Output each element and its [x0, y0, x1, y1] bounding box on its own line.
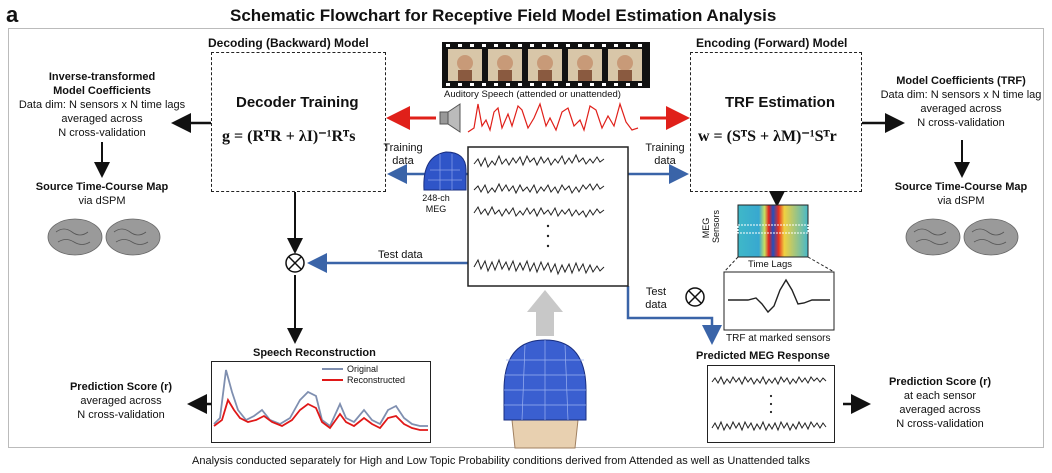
blue-arrow-test-right — [626, 286, 722, 345]
meg-label-l1: 248-ch — [422, 193, 450, 203]
decoder-box — [211, 52, 386, 192]
right-source-map-sub: via dSPM — [937, 195, 985, 207]
encoding-section-title: Encoding (Forward) Model — [696, 36, 848, 50]
original-speech-trace — [213, 369, 428, 428]
meg-helmet-small-icon — [423, 151, 467, 191]
meg-label-l2: MEG — [425, 204, 447, 214]
auditory-speech-label: Auditory Speech (attended or unattended) — [444, 89, 621, 100]
decoder-training-title: Decoder Training — [236, 94, 359, 111]
left-coefficients-text: Inverse-transformed Model Coefficients D… — [12, 70, 192, 140]
gray-up-arrow — [527, 290, 563, 336]
predicted-meg-title: Predicted MEG Response — [696, 350, 830, 362]
score-right-l3: averaged across — [899, 404, 981, 416]
score-right-l4: N cross-validation — [896, 418, 984, 430]
right-coeff-line2: Data dim: N sensors x N time lag — [880, 89, 1042, 101]
left-source-map-text: Source Time-Course Map via dSPM — [12, 180, 192, 208]
score-right-l2: at each sensor — [903, 390, 977, 402]
left-coeff-line1: Inverse-transformed — [48, 71, 156, 83]
legend-original: Original — [347, 364, 379, 374]
test-right-l2: data — [645, 299, 667, 311]
heatmap-xlabel: Time Lags — [748, 259, 792, 270]
decoding-section-title: Decoding (Backward) Model — [208, 36, 369, 50]
right-source-map-text: Source Time-Course Map via dSPM — [876, 180, 1046, 208]
trf-heatmap — [737, 204, 809, 258]
footer-note: Analysis conducted separately for High a… — [192, 455, 810, 467]
trf-waveform — [728, 278, 830, 314]
left-source-map-sub: via dSPM — [78, 195, 126, 207]
training-left-l1: Training — [383, 142, 423, 154]
panel-label: a — [6, 2, 19, 27]
decoder-equation: g = (RᵀR + λI)⁻¹Rᵀs — [222, 128, 356, 145]
brain-left-pair-icon — [47, 218, 161, 256]
prediction-score-right: Prediction Score (r) at each sensor aver… — [870, 375, 1010, 431]
legend-reconstructed: Reconstructed — [347, 375, 406, 385]
test-right-l1: Test — [645, 286, 667, 298]
left-source-map-title: Source Time-Course Map — [35, 181, 169, 193]
video-filmstrip — [442, 42, 650, 88]
right-coeff-line1: Model Coefficients (TRF) — [896, 75, 1026, 87]
score-left-title: Prediction Score (r) — [69, 381, 173, 393]
test-data-right-label: Test data — [636, 286, 676, 312]
left-coeff-line2: Model Coefficients — [53, 85, 151, 97]
meg-ellipsis-dots — [546, 224, 550, 248]
right-coeff-line3: averaged across — [920, 103, 1002, 115]
trf-sensors-label: TRF at marked sensors — [726, 333, 831, 344]
speaker-icon — [439, 103, 461, 133]
heatmap-zoom-lines — [723, 256, 835, 273]
meg-helmet-large-icon — [503, 339, 587, 449]
left-coeff-line3: Data dim: N sensors x N time lags — [18, 99, 186, 111]
training-right-l1: Training — [645, 142, 685, 154]
prediction-score-left: Prediction Score (r) averaged across N c… — [46, 380, 196, 422]
reconstructed-speech-trace — [213, 397, 428, 431]
right-coeff-line4: N cross-validation — [917, 117, 1005, 129]
trf-equation: w = (SᵀS + λM)⁻¹Sᵀr — [698, 128, 837, 145]
speech-envelope-trace — [467, 101, 639, 133]
speech-reconstruction-box — [211, 361, 431, 443]
right-source-map-title: Source Time-Course Map — [894, 181, 1028, 193]
meg-traces — [473, 153, 605, 276]
left-coeff-line5: N cross-validation — [58, 127, 146, 139]
score-right-title: Prediction Score (r) — [888, 376, 992, 388]
speech-reconstruction-legend — [322, 368, 343, 381]
speech-reconstruction-title: Speech Reconstruction — [253, 347, 376, 359]
test-data-left-label: Test data — [378, 249, 423, 261]
predicted-meg-dots — [769, 394, 773, 414]
figure-title: Schematic Flowchart for Receptive Field … — [230, 6, 777, 25]
meg-data-box — [467, 146, 629, 287]
left-coeff-line4: averaged across — [61, 113, 143, 125]
brain-right-pair-icon — [905, 218, 1019, 256]
predicted-meg-traces — [711, 375, 827, 432]
score-left-l3: N cross-validation — [77, 409, 165, 421]
meg-248-label: 248-ch MEG — [416, 193, 456, 215]
trf-estimation-title: TRF Estimation — [725, 94, 836, 111]
right-coefficients-text: Model Coefficients (TRF) Data dim: N sen… — [876, 74, 1046, 130]
score-left-l2: averaged across — [80, 395, 162, 407]
trf-waveform-box — [723, 271, 835, 331]
